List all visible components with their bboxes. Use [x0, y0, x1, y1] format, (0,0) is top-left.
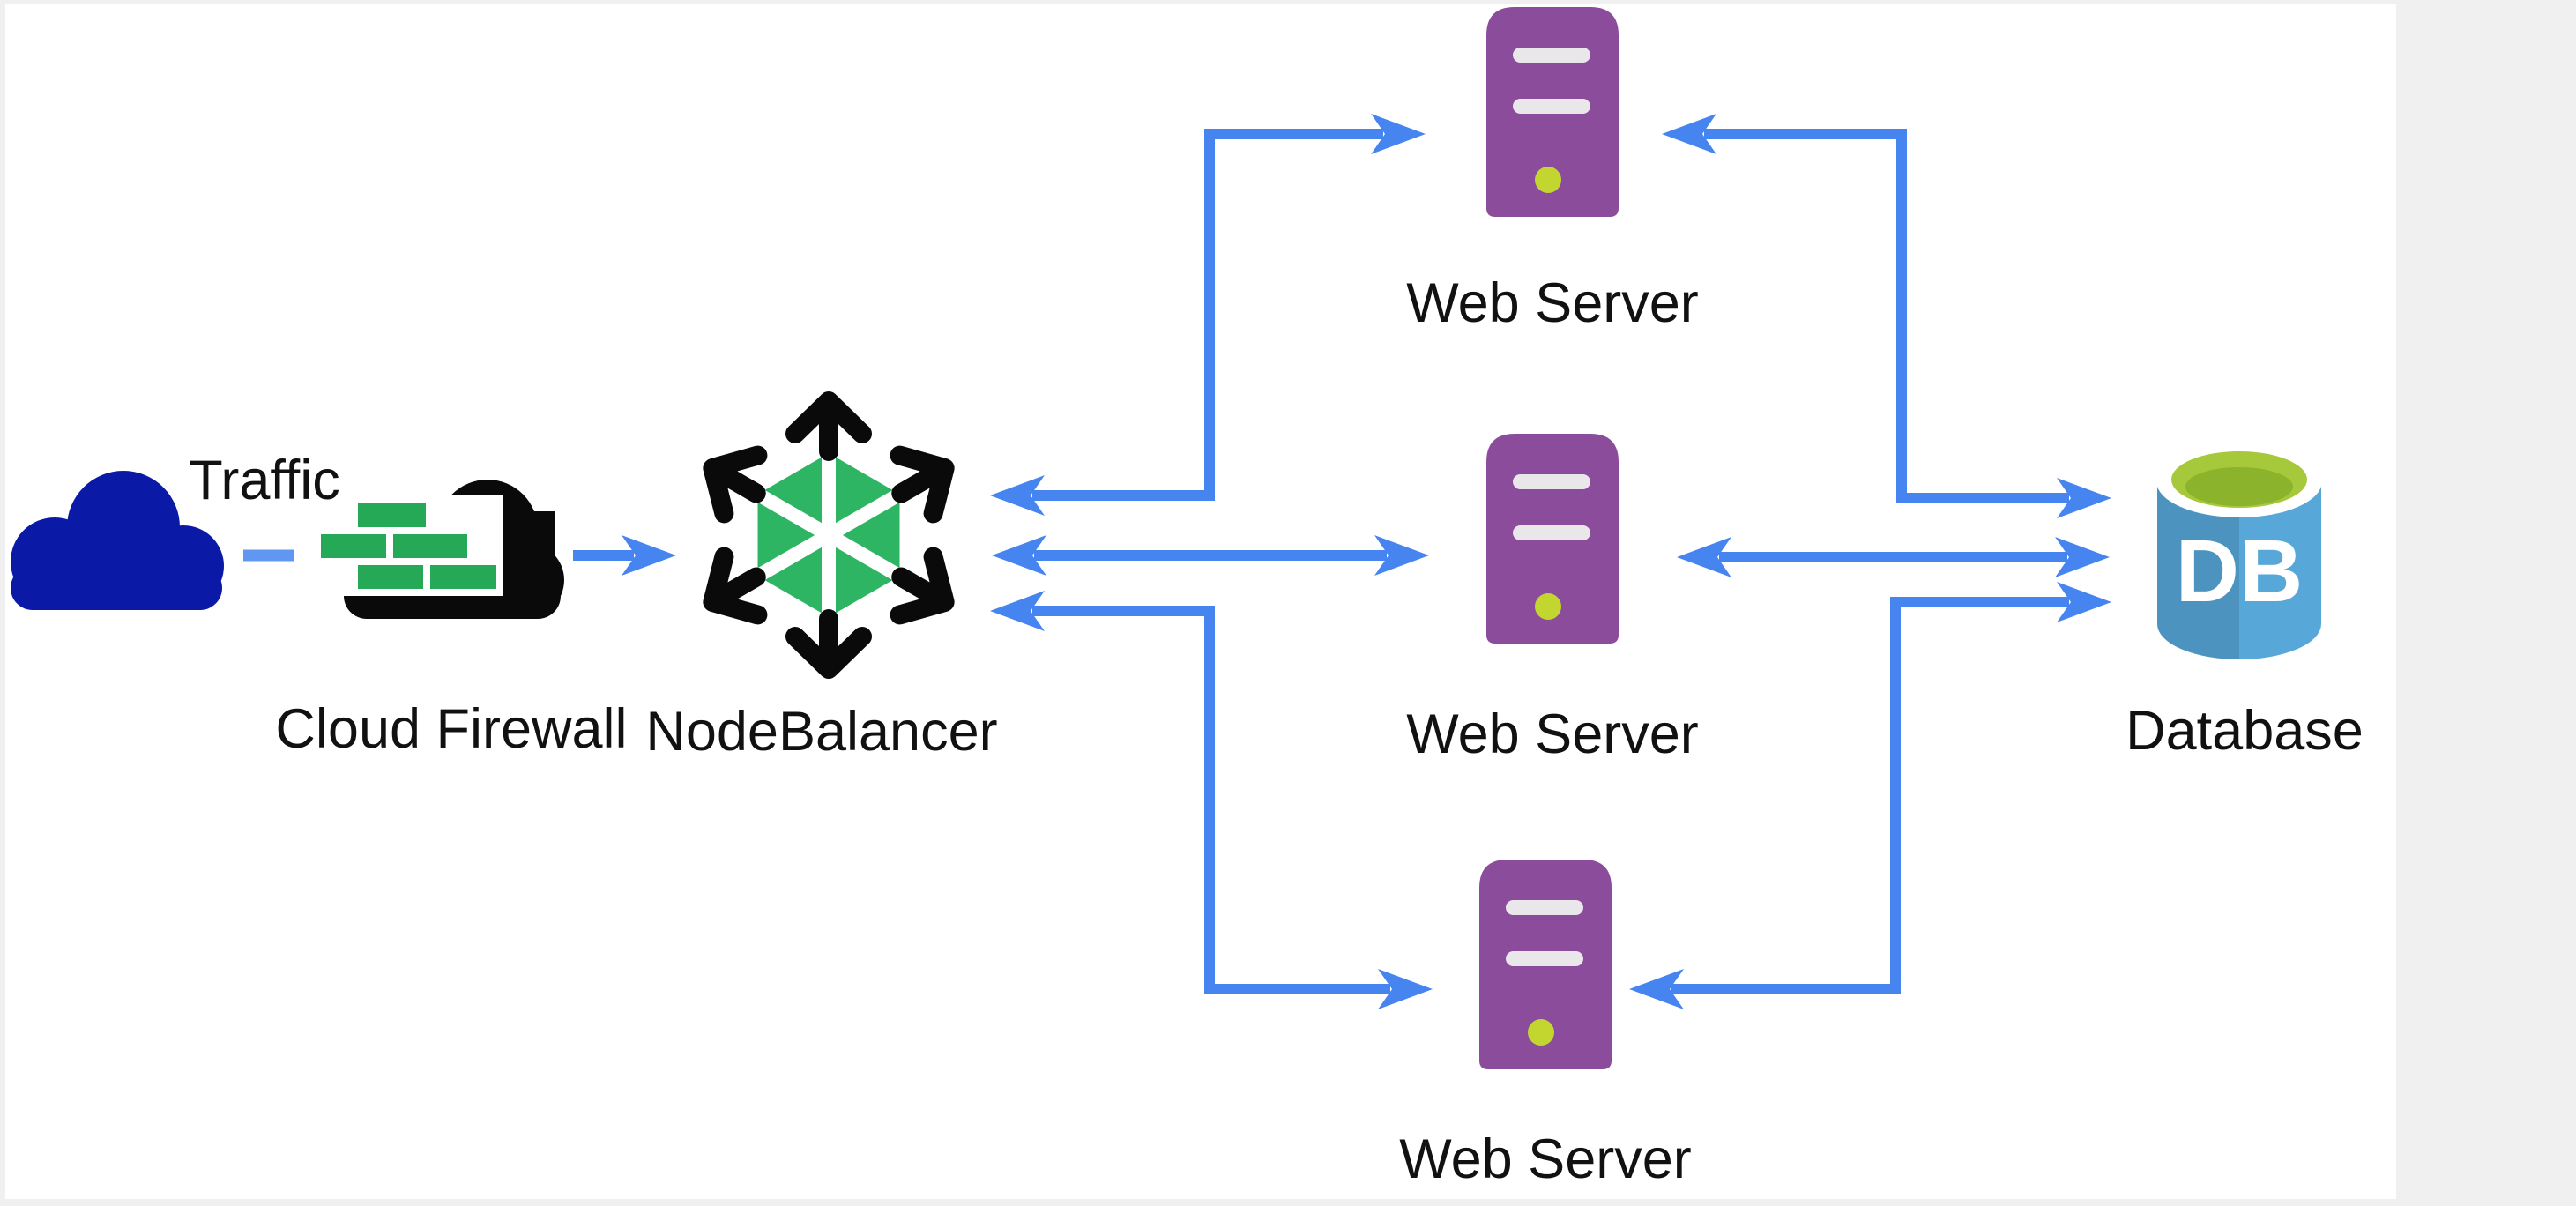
connectors — [243, 129, 2069, 994]
arrowhead-into-webserver-bottom-left — [1378, 969, 1433, 1009]
label-web-server-top: Web Server — [1406, 272, 1698, 334]
edge-webserver-top-database — [1704, 129, 2069, 503]
label-database: Database — [2126, 700, 2364, 762]
nodebalancer-out-arrows — [703, 391, 955, 679]
label-traffic: Traffic — [189, 450, 340, 511]
arrowhead-into-nodebalancer-middle — [992, 535, 1046, 576]
nodebalancer-icon — [703, 391, 955, 679]
edge-webserver-bottom-database — [1671, 597, 2069, 994]
edge-nodebalancer-webserver-top — [1032, 129, 1383, 501]
arrowhead-into-nodebalancer-top — [990, 475, 1045, 516]
arrowhead-into-webserver-middle-left — [1374, 535, 1429, 576]
web-server-top-icon — [1486, 7, 1619, 217]
arrowhead-into-webserver-middle-right — [1677, 537, 1731, 577]
nodebalancer-spokes — [754, 453, 904, 617]
database-glyph: DB — [2176, 522, 2303, 621]
arrowhead-into-nodebalancer-bottom — [990, 591, 1045, 631]
label-cloud-firewall: Cloud Firewall — [275, 698, 627, 760]
arrowhead-into-webserver-top-right — [1662, 114, 1716, 154]
database-icon: DB — [2156, 445, 2322, 659]
arrowhead-into-webserver-bottom-right — [1629, 969, 1684, 1009]
arrowhead-into-nodebalancer-left — [622, 535, 676, 576]
arrowhead-into-database-middle — [2055, 537, 2110, 577]
label-nodebalancer: NodeBalancer — [645, 701, 997, 763]
edge-nodebalancer-webserver-bottom — [1032, 606, 1390, 994]
arrowhead-into-database-bottom — [2057, 582, 2111, 622]
arrowhead-into-database-top — [2057, 478, 2111, 518]
web-server-middle-icon — [1486, 434, 1619, 644]
nodebalancer-hub — [819, 525, 838, 545]
firewall-bricks — [321, 503, 496, 589]
traffic-cloud-icon — [11, 471, 224, 610]
cloud-firewall-icon — [316, 480, 564, 619]
web-server-bottom-icon — [1479, 860, 1612, 1069]
arrowhead-into-webserver-top-left — [1371, 114, 1426, 154]
label-web-server-bottom: Web Server — [1399, 1128, 1691, 1190]
arrowheads — [622, 114, 2111, 1009]
label-web-server-middle: Web Server — [1406, 704, 1698, 765]
